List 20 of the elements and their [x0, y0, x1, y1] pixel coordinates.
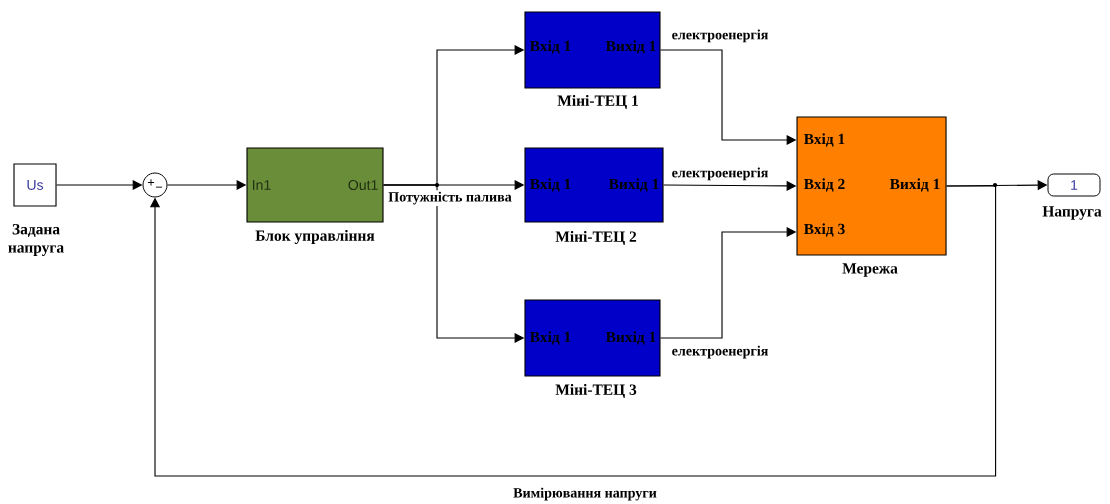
block-caption: Міні-ТЕЦ 1 — [557, 95, 638, 110]
edge-label: електроенергія — [670, 28, 770, 44]
block-caption: Блок управління — [255, 230, 375, 245]
arrow — [149, 185, 997, 477]
plant-block: Вхід 1 Вихід 1 — [524, 147, 664, 223]
block-caption: Напруга — [1042, 206, 1102, 220]
source-block: Us — [13, 163, 57, 207]
outport-block: 1 — [1047, 173, 1101, 197]
edge-label: Потужність палива — [386, 190, 514, 206]
plant-block: Вхід 1 Вихід 1 — [524, 299, 661, 377]
block-caption: Міні-ТЕЦ 3 — [555, 384, 637, 399]
control-block: In1 Out1 — [246, 147, 384, 223]
edge-label: електроенергія — [670, 344, 770, 360]
network-block: Вхід 1 Вхід 2 Вхід 3 Вихід 1 — [796, 116, 947, 256]
block-caption: Задана напруга — [8, 224, 64, 256]
edge-label: електроенергія — [670, 166, 770, 182]
plant-block: Вхід 1 Вихід 1 — [524, 11, 661, 89]
edge-label: Вимірювання напруги — [511, 486, 659, 502]
block-caption: Мережа — [842, 263, 898, 277]
block-caption: Міні-ТЕЦ 2 — [555, 231, 637, 246]
